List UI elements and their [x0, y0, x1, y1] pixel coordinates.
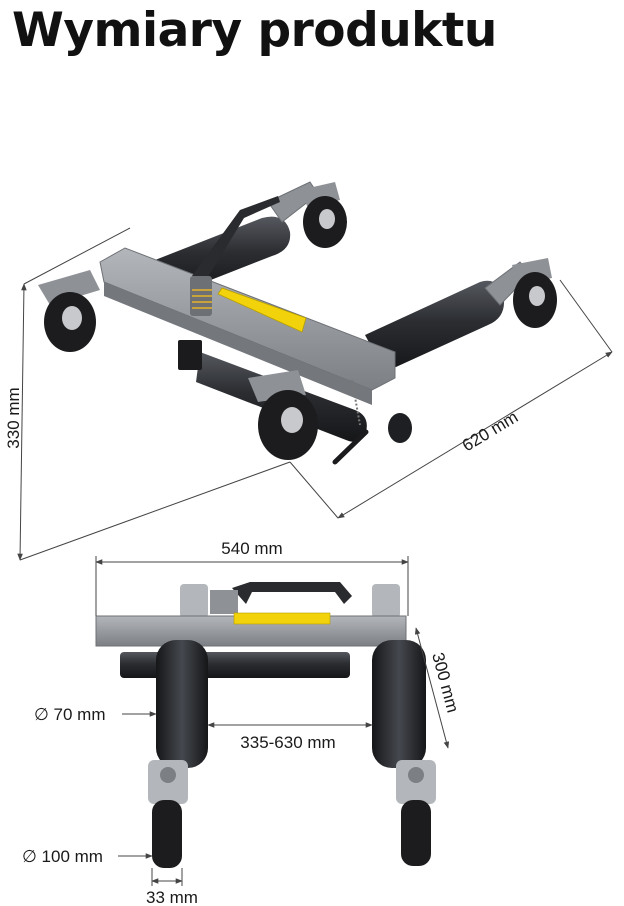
pump-lever	[192, 196, 280, 282]
front-tube	[365, 280, 505, 372]
isometric-view	[38, 181, 557, 465]
wheel-width-label: 33 mm	[146, 888, 198, 906]
span-label: 335-630 mm	[240, 733, 335, 752]
caster-back	[300, 182, 347, 248]
page-title: Wymiary produktu	[12, 3, 497, 58]
height-dimension-line	[17, 283, 27, 561]
height-label: 330 mm	[4, 387, 23, 448]
front-warning-label	[233, 612, 331, 625]
tube-diameter-label: ∅ 70 mm	[34, 705, 106, 724]
warning-label	[217, 287, 307, 333]
right-wheel	[396, 760, 436, 866]
caster-left	[38, 270, 100, 352]
left-tube	[156, 640, 208, 768]
length-dimension-line	[337, 351, 613, 519]
main-frame-beam	[99, 247, 396, 391]
length-label: 620 mm	[459, 407, 521, 455]
depth-dimension-line	[414, 627, 450, 749]
front-handle	[232, 582, 352, 604]
wheel-diameter-label: ∅ 100 mm	[22, 847, 103, 866]
front-cylinder	[120, 652, 350, 678]
depth-label: 300 mm	[428, 650, 462, 714]
left-wheel	[148, 760, 188, 868]
front-view	[95, 582, 436, 868]
caster-front-right	[512, 258, 557, 328]
width-label: 540 mm	[221, 539, 282, 558]
caster-front	[248, 370, 318, 460]
right-tube	[372, 640, 426, 768]
